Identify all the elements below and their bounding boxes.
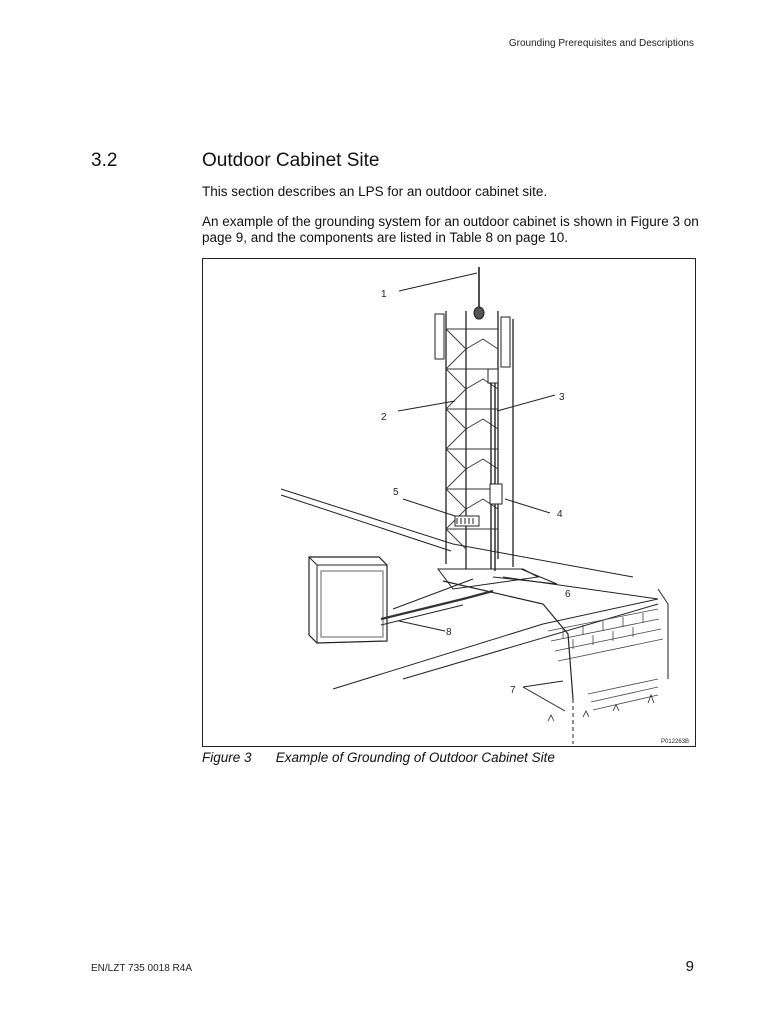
figure-reference-paragraph: An example of the grounding system for a…	[202, 214, 699, 245]
figure-image-id: P012263B	[661, 739, 689, 745]
callout-6: 6	[565, 589, 571, 600]
callout-5: 5	[393, 487, 399, 498]
page-number: 9	[685, 958, 694, 975]
figure-caption: Figure 3 Example of Grounding of Outdoor…	[202, 750, 555, 765]
callout-8: 8	[446, 627, 452, 638]
section-title: Outdoor Cabinet Site	[202, 150, 380, 171]
footer-doc-number: EN/LZT 735 0018 R4A	[91, 963, 192, 974]
callout-2: 2	[381, 412, 387, 423]
callout-4: 4	[557, 509, 563, 520]
grounding-site-illustration: 1 2 3 4 5 6 7 8 P012263B	[280, 267, 689, 745]
caption-text: Example of Grounding of Outdoor Cabinet …	[275, 750, 555, 765]
callout-3: 3	[559, 392, 565, 403]
intro-paragraph: This section describes an LPS for an out…	[202, 184, 548, 199]
caption-label: Figure 3	[202, 750, 252, 765]
section-number: 3.2	[91, 150, 118, 171]
figure-frame: 1 2 3 4 5 6 7 8 P012263B	[202, 258, 696, 747]
running-header: Grounding Prerequisites and Descriptions	[508, 38, 694, 49]
callout-1: 1	[381, 289, 387, 300]
callout-7: 7	[510, 685, 516, 696]
